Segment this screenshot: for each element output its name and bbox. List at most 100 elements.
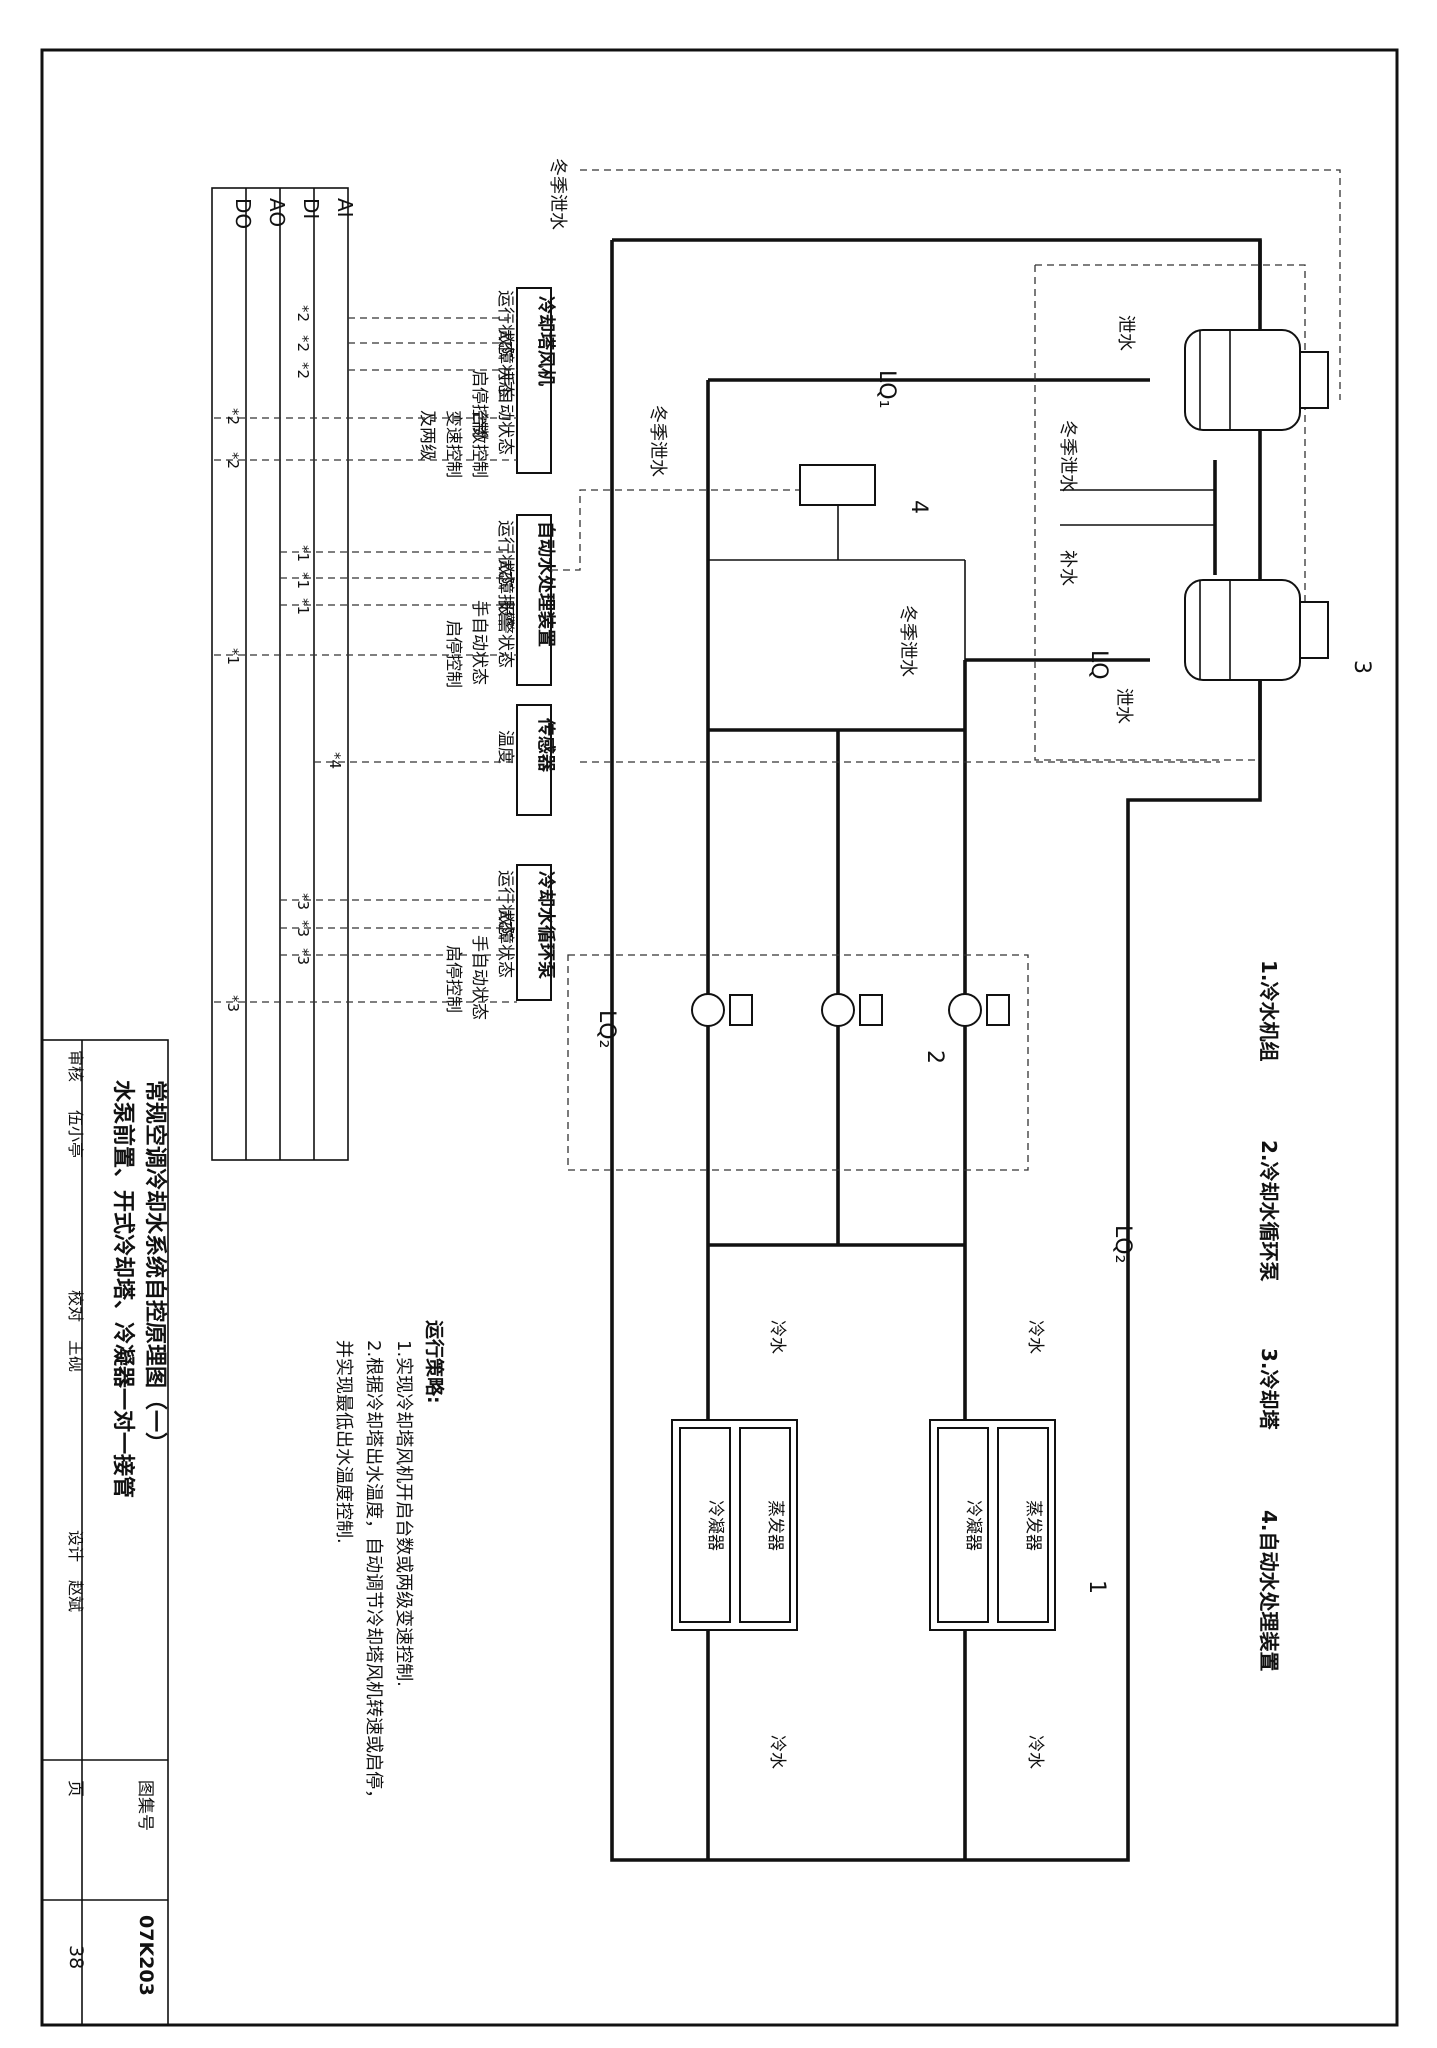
pump-mark-3: *3 — [294, 948, 312, 965]
callouts: 1 2 3 4 — [906, 500, 1374, 1594]
pump-1 — [691, 993, 725, 1027]
panel-title-sensor: 传感器 — [535, 717, 557, 773]
sensor-col-temp: 温度 — [495, 730, 515, 764]
legend-item-2: 2.冷却水循环泵 — [1257, 1140, 1281, 1282]
wt-mark-3: *1 — [294, 598, 312, 615]
cooling-tower-bottom — [1184, 579, 1329, 681]
page-number: 38 — [65, 1945, 87, 1969]
legend-item-4: 4.自动水处理装置 — [1257, 1510, 1281, 1672]
signal-table: DO AO DI AI — [211, 187, 357, 1161]
title-block: 常规空调冷却水系统自控原理图（一） 水泵前置、开式冷却塔、冷凝器一对一接管 图集… — [41, 1039, 169, 2026]
legend-item-1: 1.冷水机组 — [1257, 960, 1281, 1062]
atlas-label: 图集号 — [135, 1780, 155, 1831]
pipe-label-lq2-left: LQ₂ — [594, 1010, 619, 1048]
winter-drain-label-2: 冬季泄水 — [647, 405, 668, 477]
role-checker: 校对 — [66, 1290, 85, 1322]
pipe-label-lq2-right: LQ₂ — [1110, 1225, 1135, 1263]
water-treatment-unit — [799, 464, 876, 560]
wt-col-auto: 手自动状态 — [469, 600, 489, 685]
signal-row-ai: DO — [231, 198, 255, 229]
pipe-network: LQ₁ LQ LQ₂ LQ₂ — [567, 169, 1341, 1862]
fan-col-run: 运行状态 — [495, 290, 515, 358]
pipe-label-lq: LQ — [1086, 650, 1111, 680]
fan-mark-1: *2 — [294, 305, 312, 322]
wt-mark-1: *1 — [294, 545, 312, 562]
panel-title-cooling-tower-fan: 冷却塔风机 — [535, 296, 557, 386]
chilled-water-4: 冷水 — [1025, 1735, 1045, 1769]
cooling-tower-top — [1184, 329, 1329, 431]
fan-col-speed: 变速控制 — [443, 410, 463, 478]
pump-mark-4: *3 — [224, 995, 242, 1012]
callout-4: 4 — [906, 500, 931, 514]
drain-label-2: 泄水 — [1113, 688, 1134, 724]
chilled-water-labels: 冷水 冷水 冷水 冷水 — [767, 1320, 1045, 1769]
pump-group — [691, 993, 1010, 1027]
chiller-right: 蒸发器 冷凝器 — [929, 1419, 1056, 1631]
role-reviewer: 审核 — [66, 1050, 85, 1082]
fan-col-startstop: 启停控制 — [469, 370, 489, 438]
panel-water-treatment: 自动水处理装置 运行状态 故障报警 报警状态 手自动状态 启停控制 *1 *1 … — [214, 489, 800, 688]
pump-mark-1: *3 — [294, 893, 312, 910]
fan-col-auto: 手自动状态 — [495, 370, 515, 455]
pump-col-fault: 故障状态 — [495, 910, 515, 978]
signal-row-di: AO — [265, 198, 289, 227]
pump-col-startstop: 启停控制 — [443, 945, 463, 1013]
title-line-2: 水泵前置、开式冷却塔、冷凝器一对一接管 — [110, 1080, 136, 1498]
chilled-water-2: 冷水 — [1025, 1320, 1045, 1354]
callout-1: 1 — [1084, 1580, 1109, 1594]
wt-mark-2: *1 — [294, 572, 312, 589]
chiller-left: 蒸发器 冷凝器 — [671, 1419, 798, 1631]
panel-circulation-pump: 冷却水循环泵 运行状态 故障状态 手自动状态 启停控制 *3 *3 *3 *3 — [214, 864, 557, 1020]
pump-3 — [948, 993, 982, 1027]
signal-row-ao: DI — [299, 198, 323, 219]
fan-mark-3: *2 — [294, 362, 312, 379]
legend: 1.冷水机组 2.冷却水循环泵 3.冷却塔 4.自动水处理装置 — [1257, 960, 1281, 1672]
strategy-line-3: 并实现最低出水温度控制. — [333, 1340, 354, 1544]
strategy-heading: 运行策略: — [423, 1320, 446, 1404]
pump-mark-2: *3 — [294, 920, 312, 937]
drawing-frame — [40, 48, 1399, 2027]
pipe-label-lq1: LQ₁ — [874, 370, 899, 408]
title-line-1: 常规空调冷却水系统自控原理图（一） — [142, 1080, 168, 1454]
pump-2 — [821, 993, 855, 1027]
evaporator-left: 蒸发器 — [765, 1500, 785, 1551]
panel-cooling-tower-fan: 冷却塔风机 运行状态 故障状态 手自动状态 启停控制 台数控制 变速控制 及两级… — [214, 287, 557, 478]
atlas-number: 07K203 — [135, 1915, 157, 1996]
evaporator-right: 蒸发器 — [1023, 1500, 1043, 1551]
winter-drain-label-4: 冬季泄水 — [897, 605, 918, 677]
signal-row-do: AI — [333, 198, 357, 218]
panel-title-water-treatment: 自动水处理装置 — [535, 521, 557, 647]
fan-mark-4: *2 — [224, 408, 242, 425]
panel-sensor: 传感器 温度 *4 — [314, 704, 557, 816]
fan-col-twostage: 及两级 — [417, 410, 437, 461]
condenser-right: 冷凝器 — [963, 1500, 983, 1551]
wt-col-run: 运行状态 — [495, 520, 515, 588]
strategy-line-2: 2.根据冷却塔出水温度，自动调节冷却塔风机转速或启停， — [363, 1340, 384, 1807]
wt-col-fault: 故障报警 — [495, 560, 515, 628]
wt-col-alarm: 报警状态 — [495, 600, 515, 668]
fan-col-count: 台数控制 — [469, 410, 489, 478]
legend-item-3: 3.冷却塔 — [1257, 1348, 1281, 1431]
chilled-water-1: 冷水 — [767, 1320, 787, 1354]
sensor-mark-1: *4 — [326, 752, 344, 769]
condenser-left: 冷凝器 — [705, 1500, 725, 1551]
page-label: 页 — [65, 1780, 85, 1797]
fan-mark-2: *2 — [294, 335, 312, 352]
role-reviewer-name: 伍小亭 — [66, 1110, 85, 1158]
drain-labels: 冬季泄水 冬季泄水 冬季泄水 冬季泄水 泄水 泄水 补水 — [547, 158, 1136, 724]
callout-2: 2 — [922, 1050, 947, 1064]
role-checker-name: 王砚 — [66, 1340, 85, 1372]
callout-3: 3 — [1349, 660, 1374, 674]
operating-strategy: 运行策略: 1.实现冷却塔风机开启台数或两级变速控制. 2.根据冷却塔出水温度，… — [333, 1320, 446, 1807]
role-designer: 设计 — [66, 1530, 85, 1562]
panel-title-circulation-pump: 冷却水循环泵 — [535, 871, 557, 979]
pump-col-run: 运行状态 — [495, 870, 515, 938]
strategy-line-1: 1.实现冷却塔风机开启台数或两级变速控制. — [393, 1340, 414, 1687]
drain-label-1: 泄水 — [1115, 315, 1136, 351]
chilled-water-3: 冷水 — [767, 1735, 787, 1769]
wt-mark-4: *1 — [224, 648, 242, 665]
fan-mark-5: *2 — [224, 452, 242, 469]
wt-col-startstop: 启停控制 — [443, 620, 463, 688]
role-designer-name: 赵斌 — [66, 1580, 85, 1612]
